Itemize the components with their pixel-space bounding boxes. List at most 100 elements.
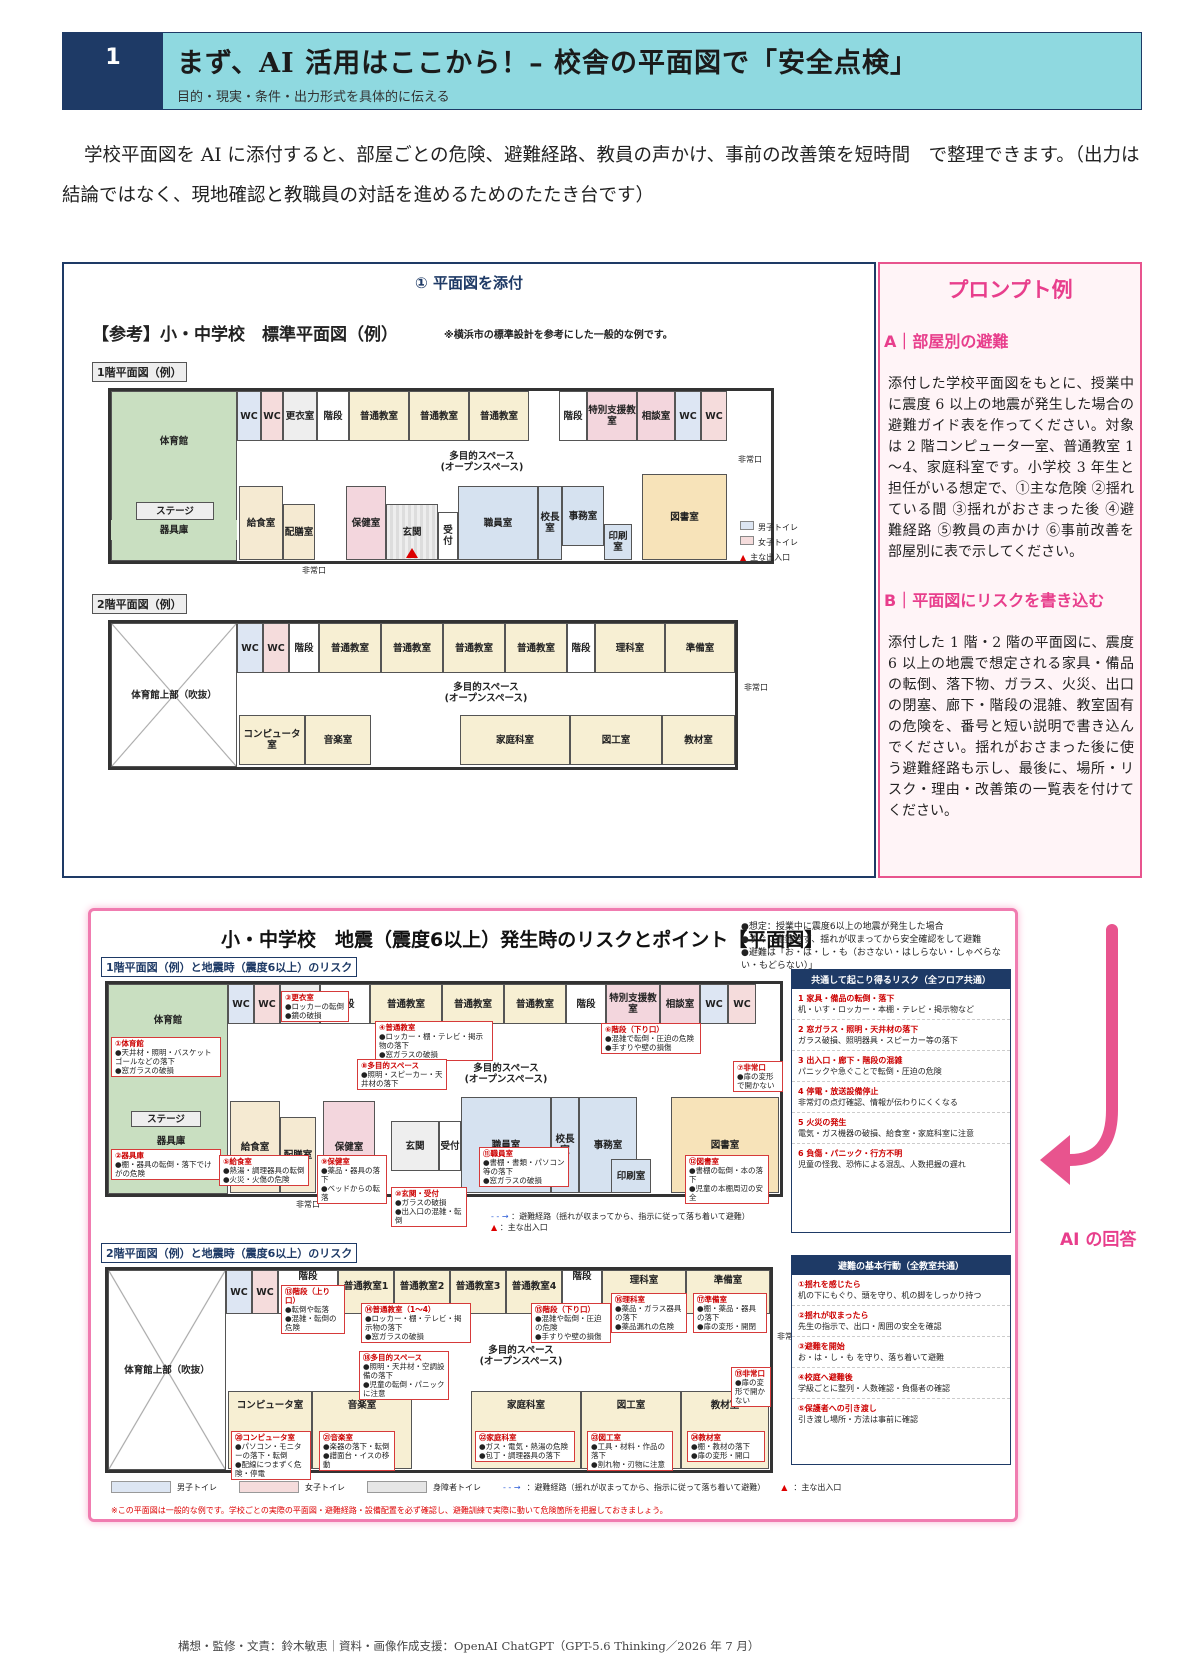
risk-badge: ③更衣室●ロッカーの転倒●鏡の破損 <box>281 991 349 1022</box>
section-number: 1 <box>63 33 163 109</box>
risk-badge: ⑤給食室●熱湯・調理器具の転倒●火災・火傷の危険 <box>219 1155 309 1186</box>
room-classroom: 普通教室 <box>442 984 504 1024</box>
room-materials: 教材室 <box>662 715 735 765</box>
room-stage: ステージ <box>131 1111 201 1127</box>
room-classroom: 普通教室 <box>504 984 566 1024</box>
room-classroom: 普通教室 <box>349 391 409 441</box>
room-principal: 校長室 <box>538 486 562 560</box>
common-risks-panel: 共通して起こり得るリスク（全フロア共通） 1 家具・備品の転倒・落下机・いす・ロ… <box>791 969 1011 1233</box>
plan-note: ※横浜市の標準設計を参考にした一般的な例です。 <box>444 330 673 341</box>
room-stairs: 階段 <box>289 623 319 673</box>
room-consult: 相談室 <box>637 391 675 441</box>
room-art: 図工室 <box>570 715 662 765</box>
room-wc: WC <box>237 623 263 673</box>
section-header: 1 まず、AI 活用はここから！– 校舎の平面図で「安全点検」 目的・現実・条件… <box>62 32 1142 110</box>
floor1-label: 1階平面図（例） <box>92 362 187 382</box>
risk-badge: ㉔教材室●棚・教材の落下●扉の変形・開口 <box>687 1431 765 1462</box>
room-stairs: 階段 <box>567 623 595 673</box>
room-stage: ステージ <box>136 502 214 520</box>
room-multipurpose: 多目的スペース (オープンスペース) <box>237 673 735 713</box>
room-stairs: 階段 <box>559 391 587 441</box>
room-wc: WC <box>700 984 728 1024</box>
risk-badge: ⑪職員室●書棚・書類・パソコン等の落下●窓ガラスの破損 <box>479 1147 569 1187</box>
room-wc: WC <box>254 984 280 1024</box>
route-legend-inline: - - → ：避難経路（揺れが収まってから、指示に従って落ち着いて避難）▲ ：主… <box>491 1212 750 1232</box>
room-wc: WC <box>701 391 727 441</box>
room-health: 保健室 <box>346 486 386 560</box>
room-print: 印刷室 <box>611 1159 651 1193</box>
risk-badge: ⑰準備室●棚・薬品・器具の落下●扉の変形・開閉 <box>693 1293 767 1333</box>
room-classroom: 普通教室 <box>370 984 442 1024</box>
footer-credit: 構想・監修・文責：鈴木敏恵｜資料・画像作成支援：OpenAI ChatGPT（G… <box>178 1639 760 1653</box>
room-wc: WC <box>261 391 283 441</box>
floor-plan-panel: ① 平面図を添付 【参考】小・中学校 標準平面図（例） ※横浜市の標準設計を参考… <box>62 262 876 878</box>
room-print: 印刷室 <box>604 524 632 560</box>
risk-badge: ⑳コンピュータ室●パソコン・モニターの落下・転倒●配線につまずく危険・停電 <box>231 1431 311 1480</box>
section-subtitle: 目的・現実・条件・出力形式を具体的に伝える <box>177 90 450 105</box>
room-science: 理科室 <box>595 623 665 673</box>
room-special-support: 特別支援教室 <box>606 984 660 1024</box>
risk-badge: ㉓図工室●工具・材料・作品の落下●割れ物・刃物に注意 <box>587 1431 673 1471</box>
room-library: 図書室 <box>642 474 727 560</box>
risk-badge: ②器具庫●棚・器具の転倒・落下でけがの危険 <box>111 1149 221 1180</box>
room-changing: 更衣室 <box>283 391 317 441</box>
room-reception: 受付 <box>438 512 458 560</box>
risk-badge: ⑨保健室●薬品・器具の落下●ベッドからの転落 <box>317 1155 387 1204</box>
ai-answer-panel: 小・中学校 地震（震度6以上）発生時のリスクとポイント【平面図】 ●想定：授業中… <box>88 908 1018 1522</box>
risk-badge: ①体育館●天井材・照明・バスケットゴールなどの落下●窓ガラスの破損 <box>111 1037 221 1077</box>
prompt-b-heading: B｜平面図にリスクを書き込む <box>884 591 1105 610</box>
section-title: まず、AI 活用はここから！– 校舎の平面図で「安全点検」 <box>177 48 918 79</box>
answer-footnote: ※この平面図は一般的な例です。学校ごとの実際の平面図・避難経路・設備配置を必ず確… <box>111 1506 668 1515</box>
answer-floor1-label: 1階平面図（例）と地震時（震度6以上）のリスク <box>101 957 358 977</box>
room-reception: 受付 <box>439 1121 461 1171</box>
room-gym-upper: 体育館上部（吹抜） <box>111 623 237 767</box>
risk-badge: ⑧多目的スペース●照明・スピーカー・天井材の落下 <box>357 1059 447 1090</box>
room-consult: 相談室 <box>660 984 700 1024</box>
room-kitchen: 給食室 <box>239 486 283 560</box>
room-gym-upper: 体育館上部（吹抜） <box>108 1270 226 1470</box>
intro-paragraph: 学校平面図を AI に添付すると、部屋ごとの危険、避難経路、教員の声かけ、事前の… <box>62 145 1140 206</box>
exit-label: 非常口 <box>738 455 762 464</box>
risk-badge: ⑱多目的スペース●照明・天井材・空調設備の落下●児童の転倒・パニックに注意 <box>359 1351 449 1400</box>
room-prep: 準備室 <box>665 623 735 673</box>
risk-badge: ⑲非常口●扉の変形で開かない <box>731 1367 771 1407</box>
room-classroom: 普通教室 <box>443 623 505 673</box>
exit-label: 非常口 <box>777 1332 801 1341</box>
room-store: 器具庫 <box>111 520 237 540</box>
risk-badge: ⑩玄関・受付●ガラスの破損●出入口の混雑・転倒 <box>391 1187 467 1227</box>
risk-badge: ⑦非常口●扉の変形で開かない <box>733 1061 783 1092</box>
room-multipurpose: 多目的スペース (オープンスペース) <box>431 1059 581 1089</box>
ai-answer-label: AI の回答 <box>1060 1230 1137 1250</box>
answer-floor2-label: 2階平面図（例）と地震時（震度6以上）のリスク <box>101 1243 358 1263</box>
risk-badge: ㉑音楽室●楽器の落下・転倒●譜面台・イスの移動 <box>319 1431 395 1471</box>
plan-legend: 男子トイレ 女子トイレ ▲主な出入口 <box>740 521 798 562</box>
prompt-title: プロンプト例 <box>947 278 1073 302</box>
risk-badge: ⑮階段（下り口）●混雑や転倒・圧迫の危険●手すりや壁の損傷 <box>531 1303 611 1343</box>
room-entrance: 玄関 <box>391 1121 439 1171</box>
prompt-a-heading: A｜部屋別の避難 <box>884 332 1009 351</box>
room-classroom: 普通教室 <box>469 391 529 441</box>
room-staff: 職員室 <box>458 486 538 560</box>
risk-badge: ⑥階段（下り口）●混雑で転倒・圧迫の危険●手すりや壁の損傷 <box>601 1023 701 1054</box>
room-wc: WC <box>228 984 254 1024</box>
floor2-label: 2階平面図（例） <box>92 594 187 614</box>
answer-title: 小・中学校 地震（震度6以上）発生時のリスクとポイント【平面図】 <box>221 929 824 951</box>
room-wc: WC <box>226 1270 252 1314</box>
prompt-b-body: 添付した 1 階・2 階の平面図に、震度 6 以上の地震で想定される家具・備品の… <box>888 635 1134 819</box>
exit-label: 非常口 <box>296 1200 320 1209</box>
risk-badge: ⑭普通教室（1～4）●ロッカー・棚・テレビ・掲示物の落下●窓ガラスの破損 <box>361 1303 471 1343</box>
room-store: 器具庫 <box>156 1135 186 1147</box>
room-wc: WC <box>728 984 756 1024</box>
room-stairs: 階段 <box>566 984 606 1024</box>
answer-notes: ●想定：授業中に震度6以上の地震が発生した場合●すぐに避難せず、揺れが収まってか… <box>741 922 1001 971</box>
basic-actions-panel: 避難の基本行動（全教室共通） ①揺れを感じたら机の下にもぐり、頭を守り、机の脚を… <box>791 1255 1011 1465</box>
exit-label: 非常口 <box>302 566 326 575</box>
room-stairs: 階段 <box>317 391 349 441</box>
room-special-support: 特別支援教室 <box>587 391 637 441</box>
risk-badge: ④普通教室●ロッカー・棚・テレビ・掲示物の落下●窓ガラスの破損 <box>375 1021 493 1061</box>
risk-badge: ⑯理科室●薬品・ガラス器具の落下●薬品漏れの危険 <box>611 1293 687 1333</box>
entrance-marker-icon <box>406 548 418 558</box>
room-multipurpose: 多目的スペース (オープンスペース) <box>451 1343 591 1369</box>
curved-arrow-icon <box>1040 924 1118 1185</box>
room-music: 音楽室 <box>305 715 371 765</box>
